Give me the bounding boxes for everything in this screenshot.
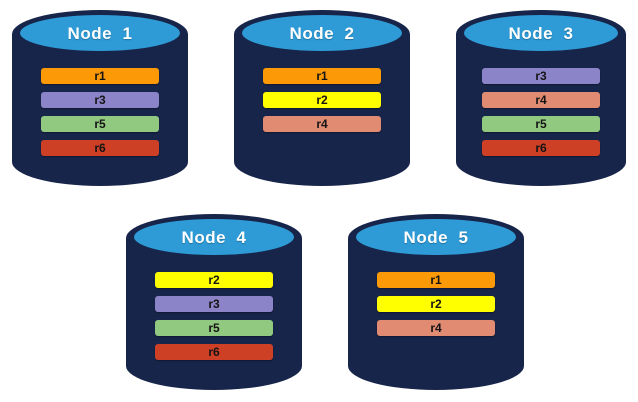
replica-bar-r3[interactable]: r3 bbox=[482, 68, 600, 84]
replica-stack: r2 r3 r5 r6 bbox=[122, 272, 306, 360]
replica-label: r2 bbox=[208, 273, 220, 287]
replica-label: r1 bbox=[94, 69, 106, 83]
cylinder-top-face bbox=[20, 15, 180, 51]
replica-label: r6 bbox=[208, 345, 220, 359]
cylinder-top-face bbox=[464, 15, 618, 51]
cylinder-top-face bbox=[134, 219, 294, 255]
replica-label: r6 bbox=[94, 141, 106, 155]
replica-bar-r3[interactable]: r3 bbox=[155, 296, 273, 312]
replica-label: r3 bbox=[535, 69, 547, 83]
replica-bar-r4[interactable]: r4 bbox=[482, 92, 600, 108]
replica-bar-r5[interactable]: r5 bbox=[155, 320, 273, 336]
replica-label: r4 bbox=[316, 117, 328, 131]
replica-bar-r2[interactable]: r2 bbox=[263, 92, 381, 108]
replica-stack: r3 r4 r5 r6 bbox=[452, 68, 630, 156]
replica-bar-r6[interactable]: r6 bbox=[482, 140, 600, 156]
replica-label: r6 bbox=[535, 141, 547, 155]
cylinder-top-face bbox=[242, 15, 402, 51]
replica-label: r5 bbox=[94, 117, 106, 131]
replica-bar-r1[interactable]: r1 bbox=[41, 68, 159, 84]
replica-stack: r1 r2 r4 bbox=[230, 68, 414, 132]
replica-bar-r2[interactable]: r2 bbox=[155, 272, 273, 288]
replica-label: r5 bbox=[535, 117, 547, 131]
replica-bar-r1[interactable]: r1 bbox=[263, 68, 381, 84]
replica-label: r1 bbox=[430, 273, 442, 287]
replica-stack: r1 r2 r4 bbox=[344, 272, 528, 336]
replica-stack: r1 r3 r5 r6 bbox=[8, 68, 192, 156]
replica-label: r4 bbox=[430, 321, 442, 335]
replica-bar-r4[interactable]: r4 bbox=[263, 116, 381, 132]
replica-label: r2 bbox=[316, 93, 328, 107]
replica-bar-r5[interactable]: r5 bbox=[482, 116, 600, 132]
replica-label: r1 bbox=[316, 69, 328, 83]
replica-label: r2 bbox=[430, 297, 442, 311]
replica-label: r3 bbox=[94, 93, 106, 107]
replica-bar-r2[interactable]: r2 bbox=[377, 296, 495, 312]
replica-label: r4 bbox=[535, 93, 547, 107]
cylinder-top-face bbox=[356, 219, 516, 255]
replica-bar-r3[interactable]: r3 bbox=[41, 92, 159, 108]
replica-bar-r4[interactable]: r4 bbox=[377, 320, 495, 336]
replica-label: r5 bbox=[208, 321, 220, 335]
replica-label: r3 bbox=[208, 297, 220, 311]
replica-bar-r5[interactable]: r5 bbox=[41, 116, 159, 132]
replica-bar-r6[interactable]: r6 bbox=[41, 140, 159, 156]
replica-bar-r1[interactable]: r1 bbox=[377, 272, 495, 288]
replica-bar-r6[interactable]: r6 bbox=[155, 344, 273, 360]
